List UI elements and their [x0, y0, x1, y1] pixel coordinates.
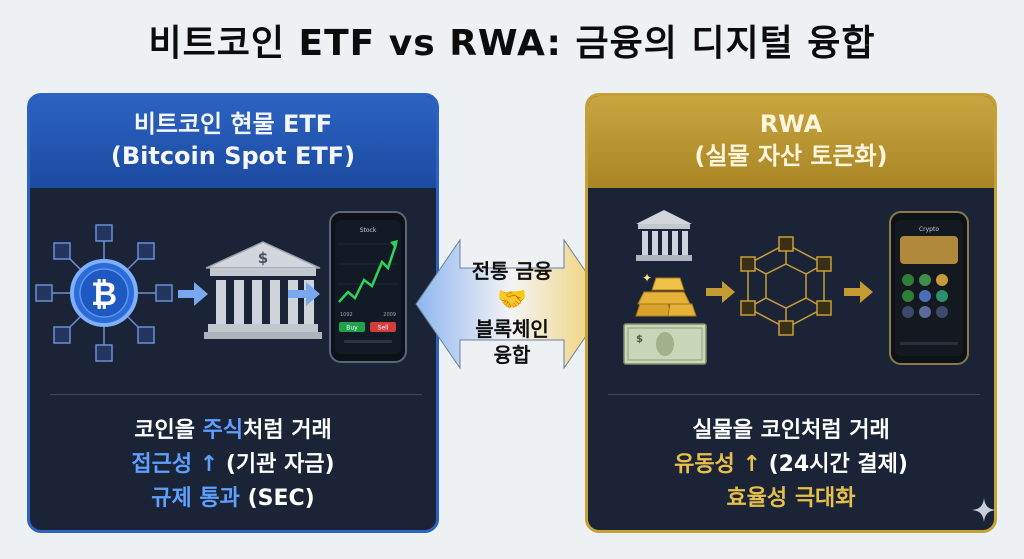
rwa-summary: 실물을 코인처럼 거래 유동성 ↑ (24시간 결제) 효율성 극대화	[588, 414, 994, 516]
summary-text: 처럼 거래	[243, 418, 332, 443]
arrow-right-icon	[844, 281, 873, 303]
summary-highlight: 주식	[202, 418, 244, 443]
bitcoin-etf-summary: 코인을 주식처럼 거래 접근성 ↑ (기관 자금) 규제 통과 (SEC)	[30, 414, 436, 516]
sparkle-icon	[972, 498, 996, 522]
middle-line-1: 전통 금융	[471, 259, 553, 283]
etf-flow-diagram: ₿ $	[35, 211, 407, 363]
summary-highlight: 유동성 ↑	[674, 452, 761, 477]
bank-icon	[636, 210, 692, 261]
summary-highlight: 규제 통과	[151, 486, 240, 511]
blockchain-network-icon	[740, 236, 832, 336]
sell-button-label: Sell	[378, 325, 389, 332]
phone-stat-2: 2009	[383, 312, 396, 318]
summary-line-3: 규제 통과 (SEC)	[30, 482, 436, 516]
handshake-icon: 🤝	[497, 285, 527, 313]
summary-line-3: 효율성 극대화	[726, 486, 856, 511]
summary-line-2: 유동성 ↑ (24시간 결제)	[588, 448, 994, 482]
rwa-heading: RWA	[759, 110, 823, 138]
middle-line-3: 융합	[493, 343, 531, 367]
summary-line-1: 실물을 코인처럼 거래	[692, 418, 890, 443]
rwa-panel: RWA (실물 자산 토큰화) ✦ $	[585, 93, 997, 533]
arrow-right-icon	[288, 282, 320, 306]
panel-divider	[50, 394, 422, 395]
svg-text:✦: ✦	[642, 271, 652, 285]
middle-line-2: 블록체인	[475, 317, 549, 341]
phone-stat-1: 1092	[340, 312, 353, 318]
rwa-header: RWA (실물 자산 토큰화)	[588, 96, 994, 188]
arrow-right-icon	[178, 282, 208, 306]
convergence-arrow: 전통 금융 🤝 블록체인 융합	[414, 238, 610, 390]
bank-dollar-symbol: $	[258, 249, 268, 267]
stock-app-phone-icon	[329, 211, 407, 363]
summary-text: (24시간 결제)	[760, 452, 908, 477]
bitcoin-etf-panel: 비트코인 현물 ETF (Bitcoin Spot ETF) ₿	[27, 93, 439, 533]
rwa-flow-diagram: ✦ $	[623, 210, 969, 365]
crypto-wallet-phone-icon	[889, 211, 969, 365]
summary-text: (SEC)	[239, 486, 315, 511]
phone-screen-title: Crypto	[919, 226, 939, 233]
summary-highlight: 접근성 ↑	[131, 452, 219, 477]
arrow-right-icon	[706, 281, 735, 303]
banknote-dollar-symbol: $	[636, 334, 643, 345]
panel-divider	[608, 394, 980, 395]
gold-bars-icon: ✦	[635, 271, 697, 317]
summary-line-1: 코인을 주식처럼 거래	[30, 414, 436, 448]
bitcoin-network-icon	[35, 224, 173, 362]
summary-text: (기관 자금)	[218, 452, 335, 477]
banknote-icon	[623, 323, 707, 365]
summary-text: 코인을	[134, 418, 203, 443]
bitcoin-etf-subheading: (Bitcoin Spot ETF)	[110, 142, 356, 170]
bank-icon	[204, 241, 322, 339]
bitcoin-etf-header: 비트코인 현물 ETF (Bitcoin Spot ETF)	[30, 96, 436, 188]
summary-line-2: 접근성 ↑ (기관 자금)	[30, 448, 436, 482]
bitcoin-symbol: ₿	[91, 275, 117, 313]
buy-button-label: Buy	[346, 325, 358, 332]
rwa-subheading: (실물 자산 토큰화)	[694, 142, 888, 170]
phone-screen-title: Stock	[360, 227, 377, 234]
page-title: 비트코인 ETF vs RWA: 금융의 디지털 융합	[148, 23, 876, 64]
bitcoin-etf-heading: 비트코인 현물 ETF	[133, 110, 333, 138]
